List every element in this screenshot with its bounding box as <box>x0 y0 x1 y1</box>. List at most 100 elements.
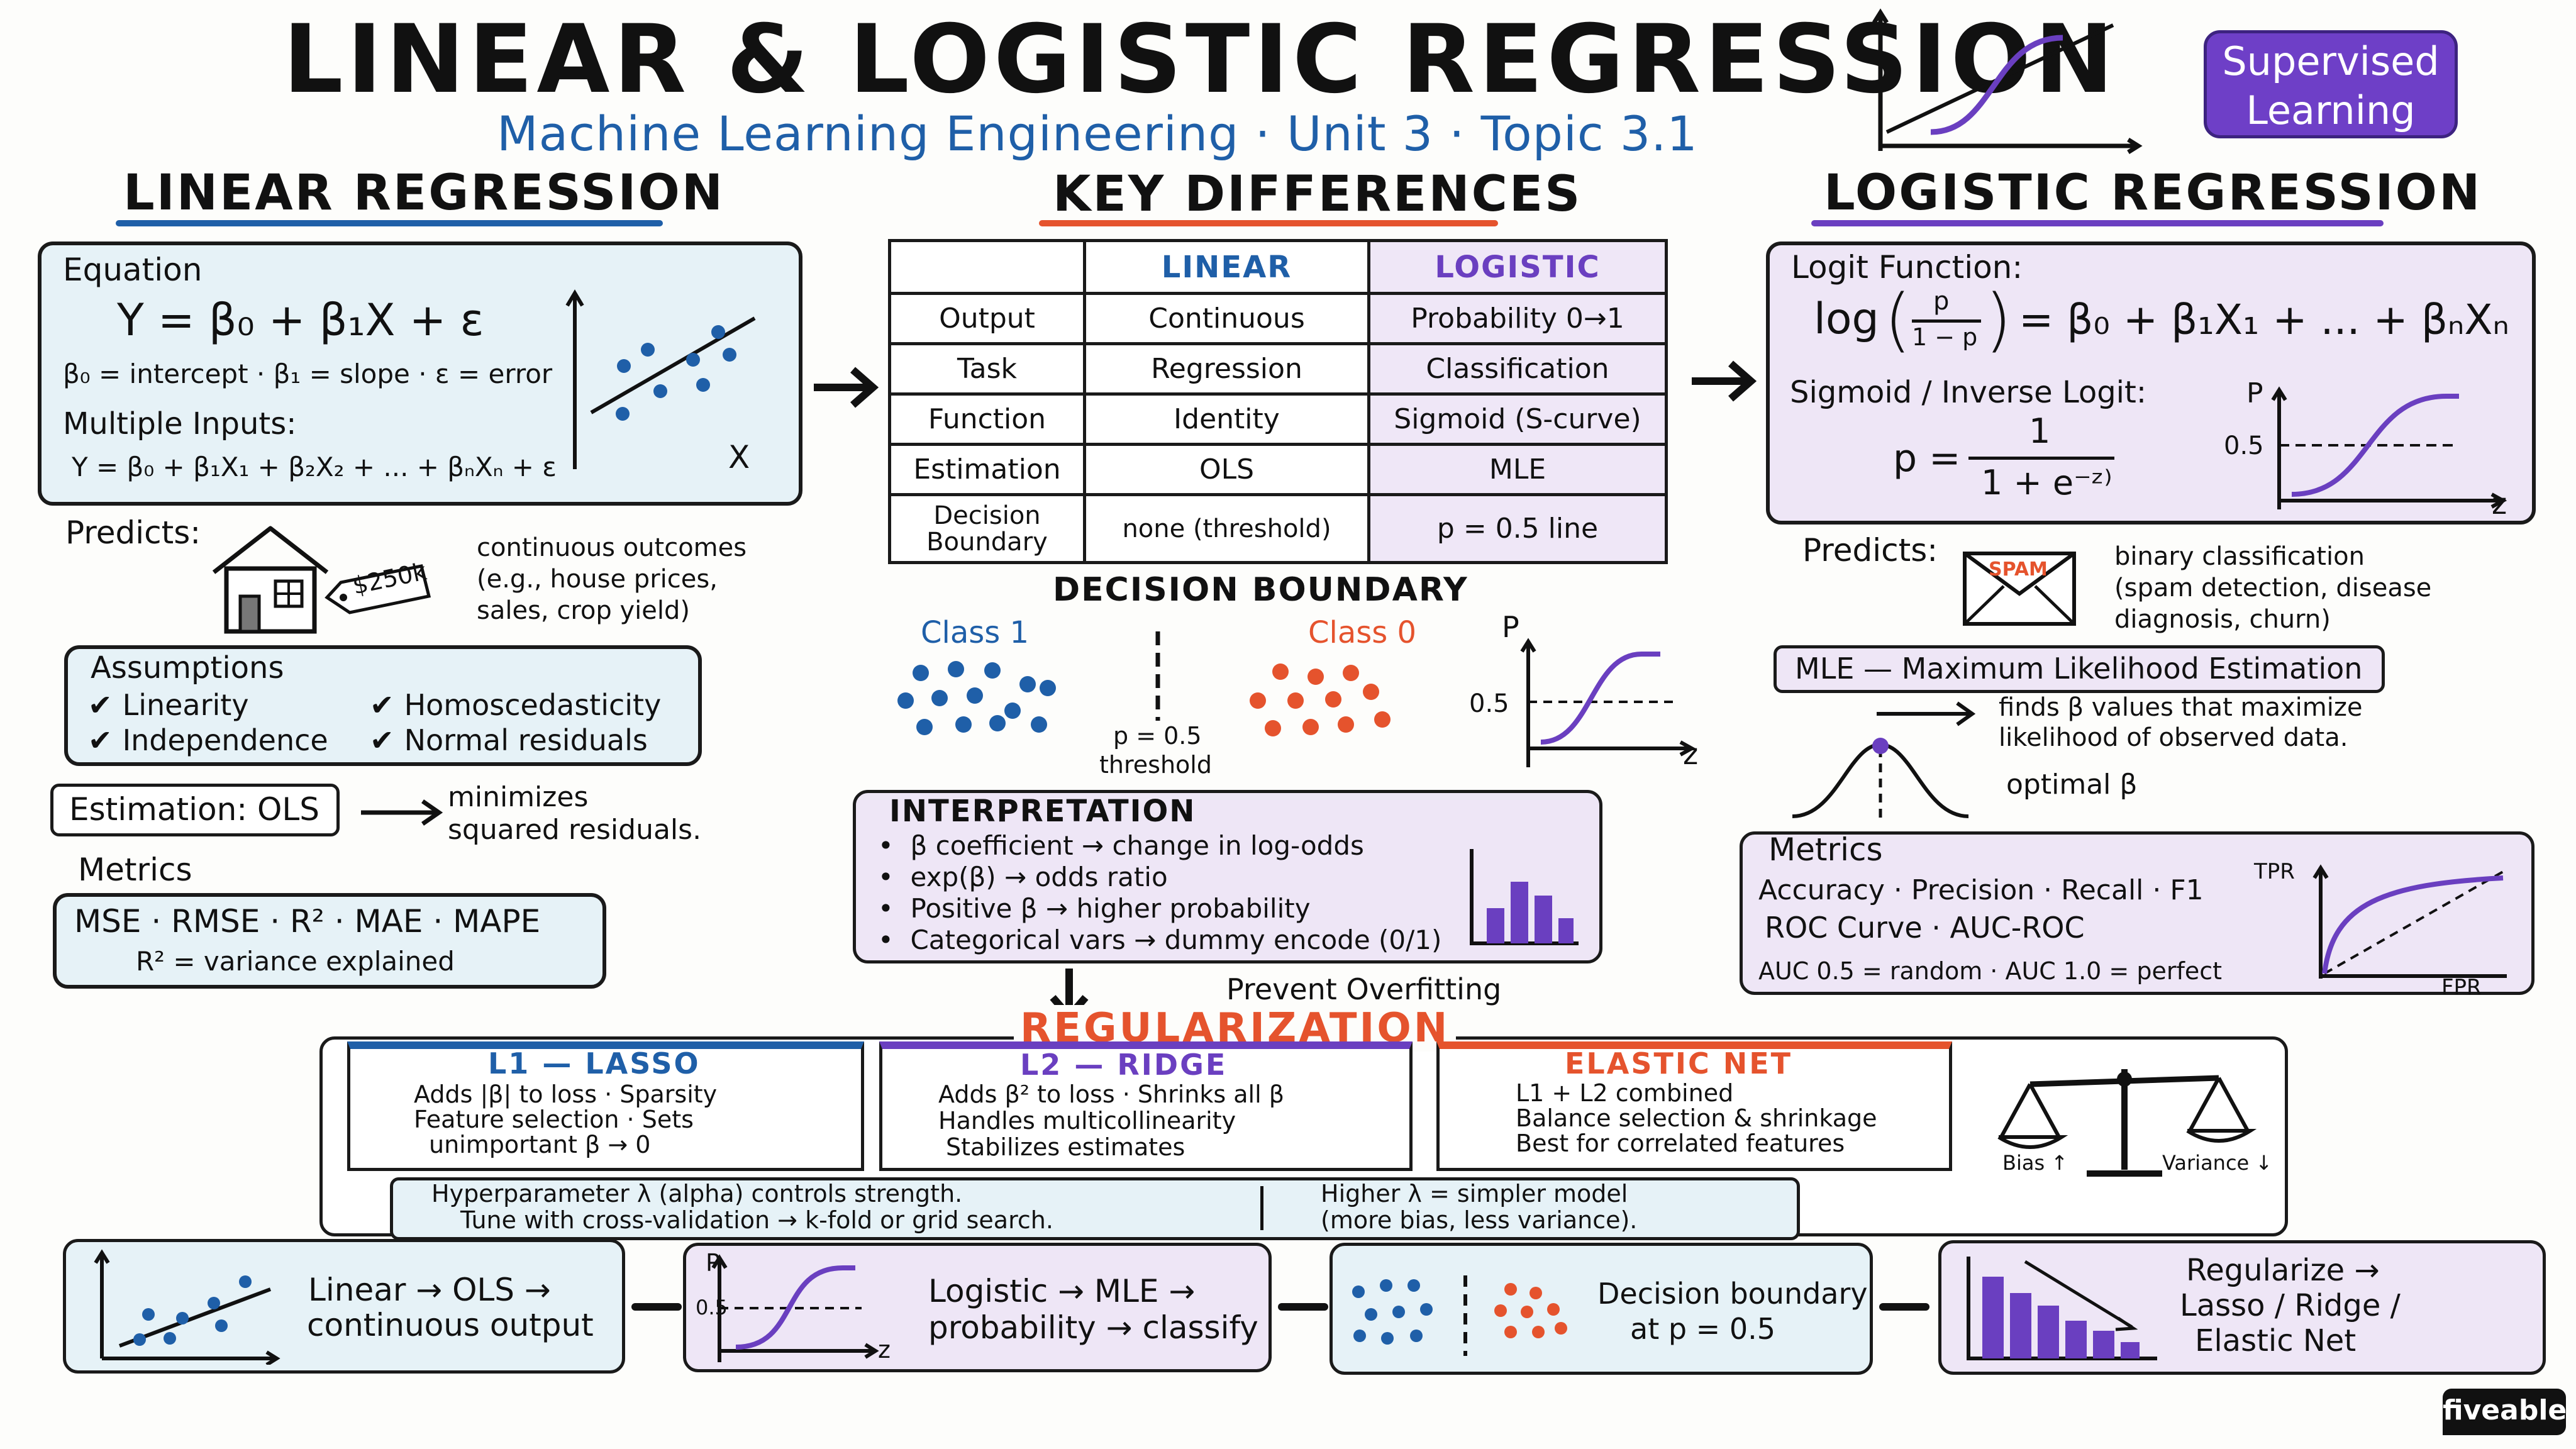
summary-logistic-line-2: probability → classify <box>928 1309 1258 1346</box>
interpretation-text: Categorical vars → dummy encode (0/1) <box>910 924 1442 955</box>
logistic-sigmoid-plot <box>2271 386 2507 509</box>
row-label: Function <box>888 392 1086 446</box>
hyper-line-4: (more bias, less variance). <box>1321 1206 1638 1234</box>
fiveable-logo-text: fiveable <box>2443 1394 2567 1426</box>
decision-boundary-title: DECISION BOUNDARY <box>1053 571 1468 609</box>
differences-section-title: KEY DIFFERENCES <box>1053 166 1582 223</box>
ridge-card <box>879 1041 1413 1171</box>
class-1-label: Class 1 <box>921 615 1030 650</box>
interpretation-item: • β coefficient → change in log-odds <box>878 830 1364 861</box>
logistic-cell: p = 0.5 line <box>1367 493 1668 564</box>
logistic-metrics-line-3: AUC 0.5 = random · AUC 1.0 = perfect <box>1758 957 2222 985</box>
spam-envelope-icon <box>1963 552 2076 626</box>
logistic-cell: Probability 0→1 <box>1367 292 1668 345</box>
mle-title: MLE — Maximum Likelihood Estimation <box>1795 652 2363 686</box>
summary-sigmoid-z: z <box>878 1336 891 1363</box>
hyperparameter-box <box>390 1177 1800 1240</box>
logistic-metrics-box <box>1740 831 2534 995</box>
summary-boundary-line-1: Decision boundary <box>1597 1277 1868 1311</box>
page-subtitle: Machine Learning Engineering · Unit 3 · … <box>497 106 1698 162</box>
logistic-predicts-line-1: binary classification <box>2114 542 2365 571</box>
assumption-linearity: Linearity <box>88 688 249 722</box>
logit-numerator: p <box>1933 287 1950 316</box>
interpretation-text: Positive β → higher probability <box>910 893 1311 924</box>
header-sigmoid-icon <box>1872 8 2143 154</box>
differences-table: LINEAR LOGISTIC Output Continuous Probab… <box>888 239 1668 564</box>
sigmoid-numerator: 1 <box>2029 411 2051 451</box>
summary-regularize-line-1: Regularize → <box>2186 1253 2380 1288</box>
fiveable-logo: fiveable <box>2443 1389 2567 1435</box>
summary-boundary-line-2: at p = 0.5 <box>1630 1312 1775 1346</box>
threshold-label-2: threshold <box>1099 751 1212 779</box>
logistic-cell: Classification <box>1367 342 1668 396</box>
logit-log: log <box>1814 294 1879 344</box>
linear-metrics: MSE · RMSE · R² · MAE · MAPE <box>74 903 541 940</box>
lasso-card <box>347 1041 864 1171</box>
logit-label: Logit Function: <box>1791 249 2023 286</box>
ridge-title: L2 — RIDGE <box>1020 1048 1228 1082</box>
connector <box>1879 1303 1929 1311</box>
interpretation-text: exp(β) → odds ratio <box>910 862 1168 892</box>
interpretation-text: β coefficient → change in log-odds <box>910 830 1364 861</box>
elastic-net-card <box>1436 1041 1952 1171</box>
logit-fraction-bar <box>1912 319 1981 323</box>
mle-box <box>1774 645 2385 693</box>
assumptions-label: Assumptions <box>91 650 284 686</box>
class-0-dots <box>1250 663 1391 736</box>
summary-boundary-card <box>1330 1243 1873 1375</box>
linear-title-underline <box>116 220 663 226</box>
linear-equation: Y = β₀ + β₁X + ε <box>117 294 484 346</box>
summary-bar-chart <box>1967 1257 2157 1360</box>
table-row: Function Identity Sigmoid (S-curve) <box>888 392 1668 446</box>
estimation-note-1: minimizes <box>448 781 589 813</box>
threshold-line <box>1155 631 1160 721</box>
badge-line-2: Learning <box>2246 87 2416 133</box>
roc-fpr: FPR <box>2441 975 2482 1000</box>
assumption-normal-residuals: Normal residuals <box>370 723 648 757</box>
logistic-metrics-line-2: ROC Curve · AUC-ROC <box>1765 911 2085 945</box>
elastic-net-line-2: Balance selection & shrinkage <box>1516 1104 1877 1132</box>
connector <box>631 1303 682 1311</box>
lasso-line-2: Feature selection · Sets <box>414 1106 694 1133</box>
summary-sigmoid-plot <box>711 1254 879 1362</box>
estimation-arrow-icon <box>361 799 443 826</box>
spam-label: SPAM <box>1989 558 2048 580</box>
assumption-homoscedasticity: Homoscedasticity <box>370 688 662 722</box>
row-label-line-2: Boundary <box>926 527 1048 557</box>
logit-paren-left: ( <box>1884 279 1911 360</box>
mle-arrow-icon <box>1877 701 1976 726</box>
logistic-predicts-line-2: (spam detection, disease <box>2114 574 2432 602</box>
summary-linear-card <box>63 1239 625 1374</box>
summary-regularize-line-3: Elastic Net <box>2195 1323 2357 1358</box>
bar-chart-icon <box>1470 849 1579 945</box>
roc-curve-plot <box>2312 864 2507 979</box>
house-icon <box>212 526 431 634</box>
summary-linear-line-1: Linear → OLS → <box>308 1272 551 1308</box>
linear-metrics-label: Metrics <box>78 852 192 888</box>
logistic-graph-z: z <box>2492 487 2507 521</box>
threshold-label-1: p = 0.5 <box>1113 722 1202 750</box>
mle-line-2: likelihood of observed data. <box>1999 723 2348 752</box>
decision-sigmoid-p: P <box>1502 610 1519 644</box>
row-label: Task <box>888 342 1086 396</box>
linear-cell: OLS <box>1083 443 1370 496</box>
linear-cell: Regression <box>1083 342 1370 396</box>
table-row: Task Regression Classification <box>888 342 1668 396</box>
elastic-net-line-3: Best for correlated features <box>1516 1130 1845 1157</box>
class-0-label: Class 0 <box>1308 615 1417 650</box>
hyper-divider <box>1260 1186 1263 1230</box>
mle-line-1: finds β values that maximize <box>1999 693 2363 722</box>
col-logistic-header: LOGISTIC <box>1367 239 1668 295</box>
arrow-right-icon <box>814 367 879 408</box>
summary-linear-line-2: continuous output <box>307 1307 594 1343</box>
logit-denominator: 1 − p <box>1912 323 1978 351</box>
variance-label: Variance ↓ <box>2162 1151 2273 1175</box>
summary-logistic-line-1: Logistic → MLE → <box>928 1273 1196 1309</box>
row-label: Estimation <box>888 443 1086 496</box>
hyper-line-2: Tune with cross-validation → k-fold or g… <box>460 1206 1053 1234</box>
linear-equation-box <box>38 242 802 506</box>
elastic-net-line-1: L1 + L2 combined <box>1516 1079 1734 1107</box>
ridge-line-2: Handles multicollinearity <box>938 1107 1236 1135</box>
linear-predicts-line-3: sales, crop yield) <box>477 596 690 625</box>
estimation-note-2: squared residuals. <box>448 814 702 846</box>
